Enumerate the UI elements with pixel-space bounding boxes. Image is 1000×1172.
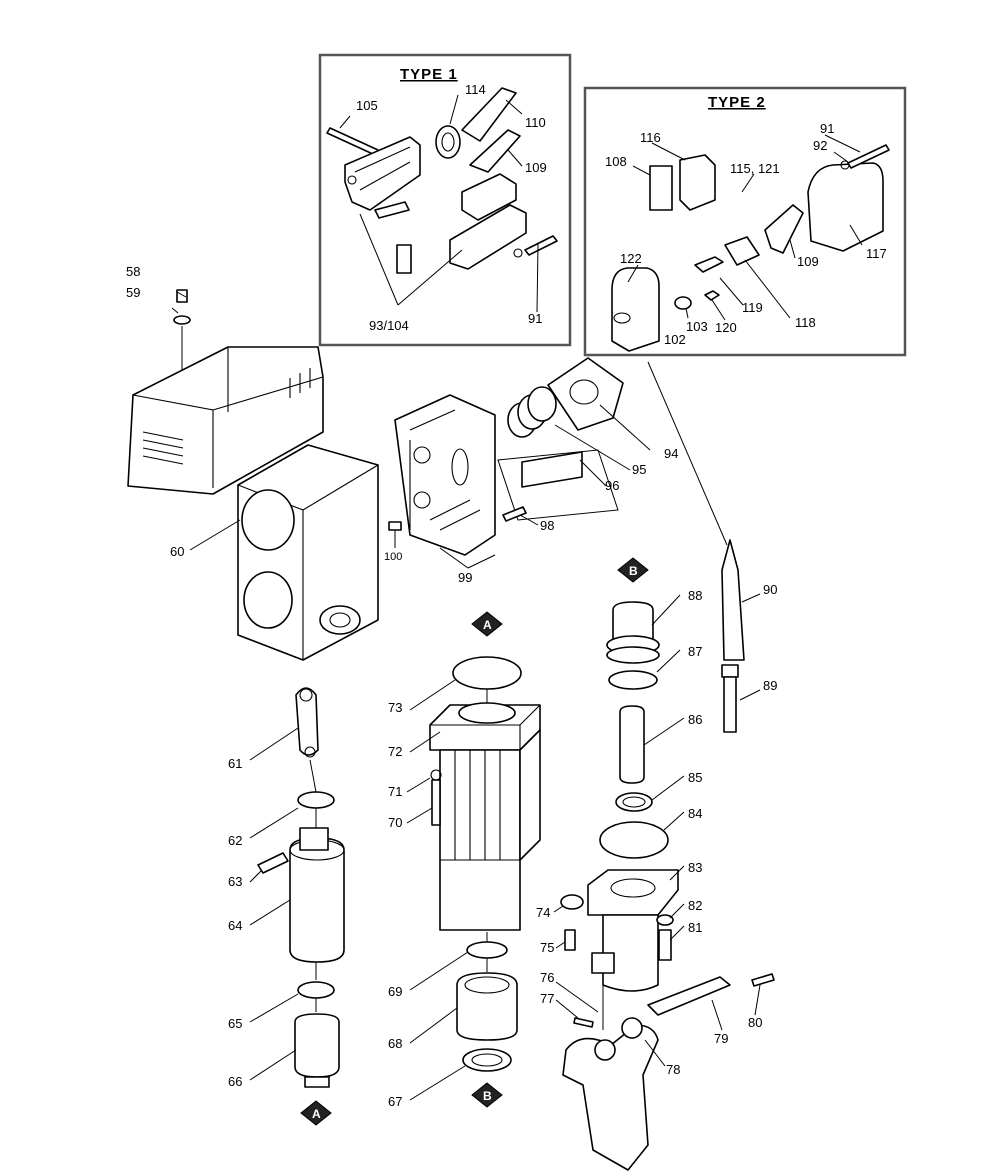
callout-92: 92 <box>813 138 827 153</box>
callout-89: 89 <box>763 678 777 693</box>
callout-60: 60 <box>170 544 184 559</box>
svg-text:A: A <box>483 618 492 632</box>
callout-59: 59 <box>126 285 140 300</box>
callout-118: 118 <box>795 315 816 330</box>
callout-63: 63 <box>228 874 242 889</box>
callout-80: 80 <box>748 1015 762 1030</box>
callout-108: 108 <box>605 154 627 169</box>
type2-title: TYPE 2 <box>708 94 766 111</box>
callout-96: 96 <box>605 478 619 493</box>
callout-94: 94 <box>664 446 678 461</box>
callout-65: 65 <box>228 1016 242 1031</box>
callout-95: 95 <box>632 462 646 477</box>
callout-99: 99 <box>458 570 472 585</box>
callout-86: 86 <box>688 712 702 727</box>
callout-81: 81 <box>688 920 702 935</box>
callout-74: 74 <box>536 905 550 920</box>
tool-holder-column: 88 87 86 85 84 83 82 81 74 75 76 77 78 7… <box>536 588 775 1171</box>
type2-inset: TYPE 2 116 108 115, 121 <box>583 86 907 357</box>
callout-102: 102 <box>664 332 686 347</box>
marker-b-bottom: B <box>471 1082 503 1108</box>
callout-109-type2: 109 <box>797 254 819 269</box>
callout-69: 69 <box>388 984 402 999</box>
svg-text:B: B <box>629 564 638 578</box>
callout-61: 61 <box>228 756 242 771</box>
marker-a-top: A <box>471 611 503 637</box>
callout-79: 79 <box>714 1031 728 1046</box>
type1-title: TYPE 1 <box>400 66 458 83</box>
callout-62: 62 <box>228 833 242 848</box>
callout-78: 78 <box>666 1062 680 1077</box>
callout-85: 85 <box>688 770 702 785</box>
callout-68: 68 <box>388 1036 402 1051</box>
marker-b-top: B <box>617 557 649 583</box>
callout-76: 76 <box>540 970 554 985</box>
svg-text:A: A <box>312 1107 321 1121</box>
callout-115-121: 115, 121 <box>730 161 780 176</box>
callout-110: 110 <box>525 115 546 130</box>
callout-58: 58 <box>126 264 140 279</box>
callout-120: 120 <box>715 320 737 335</box>
callout-116: 116 <box>640 130 661 145</box>
callout-103: 103 <box>686 319 708 334</box>
callout-67: 67 <box>388 1094 402 1109</box>
callout-82: 82 <box>688 898 702 913</box>
callout-84: 84 <box>688 806 702 821</box>
svg-text:B: B <box>483 1089 492 1103</box>
callout-66: 66 <box>228 1074 242 1089</box>
callout-75: 75 <box>540 940 554 955</box>
callout-71: 71 <box>388 784 402 799</box>
callout-117: 117 <box>866 246 887 261</box>
callout-64: 64 <box>228 918 242 933</box>
callout-91-type1: 91 <box>528 311 542 326</box>
callout-91-type2: 91 <box>820 121 834 136</box>
callout-77: 77 <box>540 991 554 1006</box>
callout-87: 87 <box>688 644 702 659</box>
callout-122: 122 <box>620 251 642 266</box>
callout-90: 90 <box>763 582 777 597</box>
cylinder-column: 73 72 71 70 69 68 67 <box>388 656 541 1109</box>
callout-83: 83 <box>688 860 702 875</box>
reference-markers: A B A B <box>300 557 649 1126</box>
callout-114: 114 <box>465 82 486 97</box>
marker-a-bottom: A <box>300 1100 332 1126</box>
cord-group: 90 89 <box>647 361 777 733</box>
handle-side-group: 94 95 96 98 99 100 <box>384 357 678 585</box>
callout-70: 70 <box>388 815 402 830</box>
type1-inset: TYPE 1 105 114 110 109 93/104 9 <box>318 53 572 347</box>
callout-100: 100 <box>384 551 402 563</box>
callout-98: 98 <box>540 518 554 533</box>
callout-88: 88 <box>688 588 702 603</box>
callout-105: 105 <box>356 98 378 113</box>
callout-109-type1: 109 <box>525 160 547 175</box>
connecting-rod-column: 61 62 63 64 65 66 <box>228 687 345 1089</box>
callout-93-104: 93/104 <box>369 318 409 333</box>
callout-119: 119 <box>742 300 763 315</box>
motor-cover-group: 58 59 60 <box>126 264 379 661</box>
callout-72: 72 <box>388 744 402 759</box>
callout-73: 73 <box>388 700 402 715</box>
